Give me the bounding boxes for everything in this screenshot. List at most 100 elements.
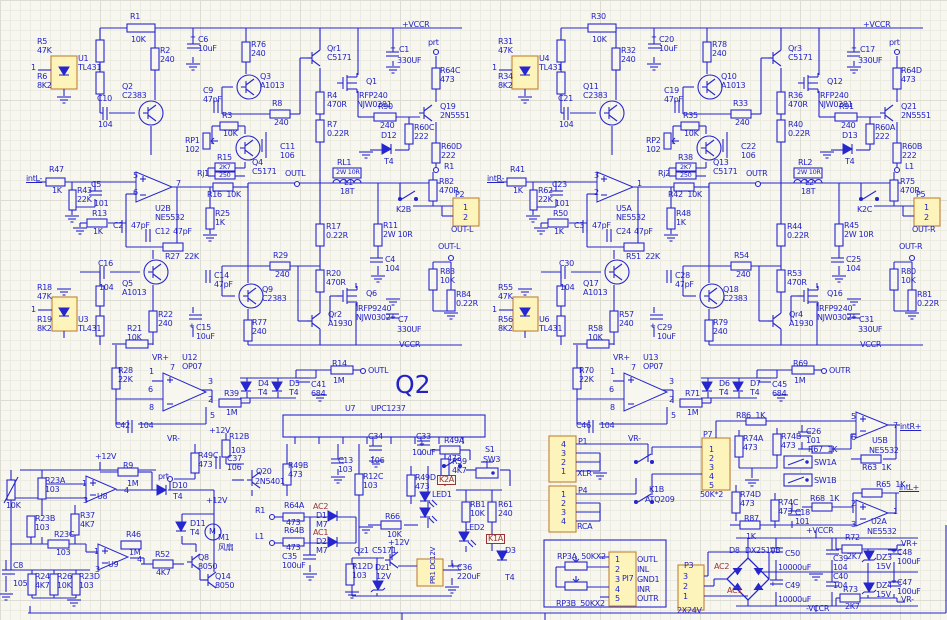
schematic-label: +12V <box>206 496 228 505</box>
schematic-label: 104 <box>98 120 113 129</box>
schematic-label: 3 <box>709 463 714 472</box>
schematic-label: prt <box>428 38 439 47</box>
schematic-label: C16 <box>98 259 113 268</box>
resistor <box>889 268 899 291</box>
zener-diode <box>861 591 865 595</box>
schematic-label: 101 <box>555 199 570 208</box>
schematic-label: 1K <box>554 227 564 236</box>
schematic-label: 473 <box>286 543 301 552</box>
transistor <box>705 139 715 147</box>
resistor <box>730 109 752 119</box>
resistor <box>739 520 761 530</box>
schematic-label: 1 <box>94 547 99 556</box>
schematic-label: 3 <box>83 496 88 505</box>
resistor <box>404 123 414 145</box>
schematic-label: R9 <box>123 461 134 470</box>
schematic-label: D8 <box>729 546 740 555</box>
port <box>293 180 301 188</box>
schematic-label: 10000uF <box>778 563 812 572</box>
transistor <box>311 322 321 330</box>
schematic-label: intL+ <box>899 483 920 492</box>
transistor <box>706 78 716 86</box>
resistor <box>241 41 251 63</box>
schematic-label: R48 1K <box>676 209 691 227</box>
schematic-label: intL- <box>26 174 43 183</box>
schematic-label: RB1 10K <box>470 500 486 518</box>
resistor <box>205 207 215 230</box>
schematic-label: 50K*2 <box>700 490 724 499</box>
switch <box>874 196 880 202</box>
switch <box>649 499 655 505</box>
schematic-label: 10K <box>223 129 238 138</box>
schematic-label: R22 240 <box>158 310 173 328</box>
schematic-label: 2 <box>561 499 566 508</box>
resistor <box>811 445 833 454</box>
schematic-label: D7 T4 <box>750 379 761 397</box>
schematic-label: INL <box>637 565 649 574</box>
schematic-label: S1 <box>485 445 495 454</box>
resistor <box>734 435 744 458</box>
schematic-label: RCA <box>577 522 593 531</box>
schematic-label: R65 1K <box>876 480 906 489</box>
led <box>458 531 470 543</box>
schematic-label: R91 <box>839 102 854 111</box>
schematic-label: D2 <box>316 537 327 546</box>
resistor <box>623 242 645 252</box>
schematic-label: 2 <box>208 395 213 404</box>
schematic-label: INR <box>637 585 651 594</box>
zener-diode <box>873 557 877 561</box>
schematic-label: T4 <box>384 157 394 166</box>
led-arrow <box>431 499 438 506</box>
schematic-label: 47pF <box>131 221 150 230</box>
resistor <box>776 91 786 115</box>
schematic-label: + <box>390 44 396 52</box>
transistor <box>311 49 321 57</box>
schematic-label: R74B 473 <box>781 432 802 450</box>
schematic-label: Rj2 <box>658 169 670 178</box>
diode <box>271 381 283 393</box>
schematic-label: U2B NE5532 <box>155 204 185 222</box>
schematic-label: R26 10K <box>57 572 72 590</box>
schematic-label: R4 470R <box>327 91 347 109</box>
schematic-label: R54 <box>734 251 749 260</box>
schematic-label: NE5532 <box>867 527 897 536</box>
resistor <box>673 182 695 192</box>
schematic-label: R69 <box>793 359 808 368</box>
schematic-label: + <box>190 33 196 41</box>
schematic-label: R74D 473 <box>740 490 761 508</box>
diode <box>381 143 393 155</box>
schematic-label: D1 <box>316 511 327 520</box>
transistor-circle <box>696 135 722 161</box>
schematic-label: C4 104 <box>385 255 400 273</box>
resistor <box>811 502 833 512</box>
schematic-label: 10K <box>592 35 607 44</box>
led-arrow <box>467 541 474 548</box>
schematic-label: 3 <box>615 575 620 584</box>
schematic-label: R14 <box>332 359 347 368</box>
diode <box>732 381 744 393</box>
schematic-label: C13 103 <box>338 456 353 474</box>
schematic-label: RP1 102 <box>185 136 200 154</box>
schematic-label: Q19 2N5551 <box>440 102 470 120</box>
schematic-label: DX2510B <box>745 546 781 555</box>
switch-box <box>783 455 813 469</box>
schematic-label: RL1 <box>337 158 352 167</box>
schematic-label: 4 <box>561 440 566 449</box>
schematic-label: M1 <box>218 533 230 542</box>
schematic-label: U6 TL431 <box>539 315 563 333</box>
schematic-label: D12 <box>381 131 397 140</box>
schematic-label: intR- <box>487 174 505 183</box>
schematic-label: 18T <box>801 187 816 196</box>
schematic-label: 3 <box>561 449 566 458</box>
schematic-label: C6 10uF <box>198 35 217 53</box>
transistor <box>772 49 782 57</box>
diode <box>327 536 339 548</box>
schematic-label: 1K <box>513 186 523 195</box>
schematic-label: 3 <box>683 572 688 581</box>
transistor-circle <box>604 259 630 285</box>
switch <box>637 493 652 503</box>
resistor <box>704 319 714 342</box>
opamp <box>162 372 208 412</box>
schematic-label: L1 <box>905 162 914 171</box>
